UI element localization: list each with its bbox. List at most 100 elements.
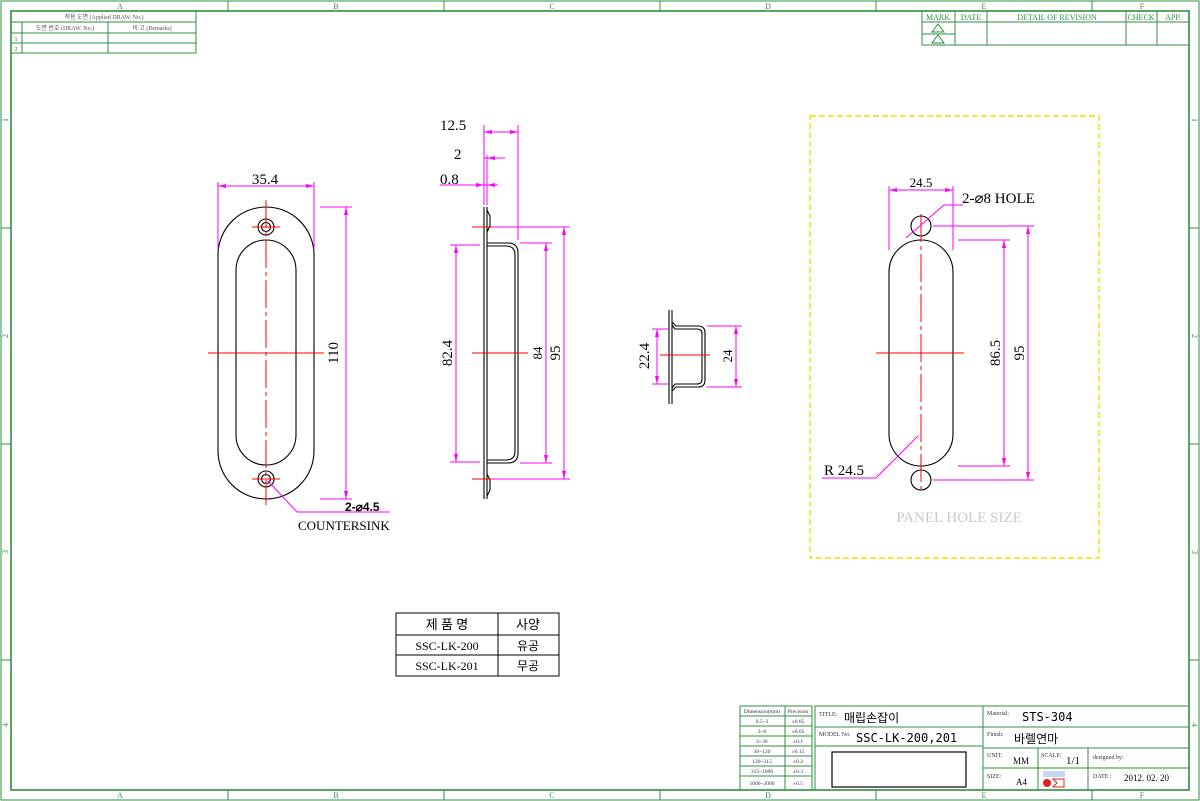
unit-label: UNIT:	[987, 753, 1003, 759]
front-height-dim: 110	[326, 342, 342, 364]
col-label-bottom-b: B	[333, 791, 338, 800]
material-label: Material:	[987, 711, 1009, 717]
scale-value: 1/1	[1066, 755, 1080, 767]
front-view-arrows	[218, 184, 348, 499]
scale-label: SCALE:	[1041, 753, 1062, 759]
side-view-centerlines	[472, 226, 528, 480]
finish-label: Finish:	[987, 732, 1004, 738]
panel-hole-frame	[809, 115, 1100, 559]
col-label-top-d: D	[765, 2, 771, 11]
countersink-note-label: COUNTERSINK	[298, 518, 390, 533]
front-width-dim: 35.4	[252, 172, 279, 188]
revision-table: MARK DATE DETAIL OF REVISION CHECK APP.	[921, 10, 1190, 46]
tolerance-row-7-dim: 1000~2000	[750, 781, 775, 787]
side-dim-2: 2	[454, 147, 462, 163]
col-label-top-b: B	[333, 2, 338, 11]
panel-hole-view: 24.5 2-⌀8 HOLE 86.5 95 R 24.5 PANEL HOLE…	[809, 115, 1100, 559]
side-dim-84: 84	[530, 346, 545, 360]
panel-hole-dimensions	[822, 186, 1034, 481]
revision-col-date: DATE	[961, 13, 982, 22]
applied-table-header: 적용 도면 (Applied DRAW. No.)	[64, 13, 143, 21]
section-view-dimensions	[652, 325, 742, 388]
side-view-dimensions	[440, 125, 570, 480]
col-label-top-c: C	[549, 2, 554, 11]
revision-col-app: APP.	[1165, 13, 1181, 22]
front-view: 35.4 110 2-⌀4.5 COUNTERSINK	[208, 172, 390, 533]
title-stamp-box	[831, 751, 967, 788]
revision-col-check: CHECK	[1127, 13, 1154, 22]
model-value: SSC-LK-200,201	[856, 731, 957, 745]
applied-drawing-table: 적용 도면 (Applied DRAW. No.) 도면 번호 (DRAW. N…	[10, 10, 197, 54]
product-row-1-name: SSC-LK-200	[415, 639, 478, 653]
tolerance-table: Dimension(mm) Precision 0.5~3 ±0.05 3~6 …	[739, 705, 813, 791]
section-view-arrows	[655, 326, 738, 387]
tolerance-row-4-prec: ±0.15	[792, 749, 805, 755]
applied-table-row-1: 1	[15, 37, 18, 43]
countersink-note-size: 2-⌀4.5	[345, 500, 380, 514]
row-label-right-2: 2	[1190, 334, 1199, 338]
section-dim-24: 24	[720, 349, 735, 363]
panel-hole-centerlines	[876, 214, 964, 492]
row-label-right-1: 1	[1190, 118, 1199, 122]
side-view: 12.5 2 0.8 82.4 84 95	[440, 118, 570, 499]
col-label-top-f: F	[1140, 2, 1145, 11]
tolerance-row-1-prec: ±0.05	[792, 719, 805, 725]
side-dim-95: 95	[548, 346, 564, 361]
model-label: MODEL No.	[819, 732, 851, 738]
panel-radius-note: R 24.5	[824, 463, 864, 479]
product-table: 제 품 명 사양 SSC-LK-200 유공 SSC-LK-201 무공	[395, 612, 560, 677]
panel-width-dim: 24.5	[910, 175, 933, 190]
side-dim-82-4: 82.4	[440, 339, 456, 366]
row-label-left-3: 3	[1, 550, 10, 554]
col-label-bottom-f: F	[1140, 791, 1145, 800]
tolerance-head-prec: Precision	[788, 709, 809, 715]
revision-col-mark: MARK	[926, 13, 950, 22]
tolerance-head-dim: Dimension(mm)	[744, 708, 781, 715]
revision-col-detail: DETAIL OF REVISION	[1017, 13, 1097, 22]
product-table-head-spec: 사양	[516, 617, 540, 632]
tolerance-row-6-prec: ±0.3	[793, 769, 803, 775]
date-value: 2012. 02. 20	[1124, 773, 1170, 783]
revision-triangle-icon	[931, 23, 945, 44]
front-view-dimensions	[217, 182, 390, 513]
col-label-top-a: A	[117, 2, 123, 11]
panel-hole-caption: PANEL HOLE SIZE	[896, 510, 1022, 526]
tolerance-row-6-dim: 315~1000	[751, 769, 773, 775]
tolerance-row-2-prec: ±0.05	[792, 729, 805, 735]
tolerance-row-5-dim: 120~315	[752, 759, 772, 765]
col-label-bottom-c: C	[549, 791, 554, 800]
side-dim-12-5: 12.5	[440, 118, 466, 134]
designed-label: designed by:	[1093, 755, 1124, 761]
tolerance-row-1-dim: 0.5~3	[756, 719, 769, 725]
applied-table-col-draw: 도면 번호 (DRAW. No.)	[36, 24, 94, 32]
title-block: TITLE: MODEL No. Material: Finish: UNIT:…	[814, 705, 1190, 791]
product-row-2-spec: 무공	[517, 659, 539, 673]
col-label-bottom-d: D	[765, 791, 771, 800]
applied-table-row-2: 2	[15, 47, 18, 53]
col-label-bottom-a: A	[117, 791, 123, 800]
finish-value: 바렐연마	[1014, 732, 1058, 746]
side-view-arrows	[454, 130, 566, 479]
product-table-head-name: 제 품 명	[426, 617, 468, 632]
title-value: 매립손잡이	[844, 711, 899, 725]
material-value: STS-304	[1022, 710, 1073, 724]
product-row-2-name: SSC-LK-201	[415, 659, 478, 673]
tolerance-row-3-prec: ±0.1	[793, 739, 803, 745]
panel-dim-86-5: 86.5	[988, 340, 1004, 366]
tolerance-row-2-dim: 3~6	[758, 729, 767, 735]
col-label-bottom-e: E	[982, 791, 987, 800]
section-view-outline	[668, 310, 706, 404]
panel-dim-95: 95	[1012, 346, 1028, 361]
row-label-right-3: 3	[1190, 550, 1199, 554]
side-dim-0-8: 0.8	[440, 172, 459, 188]
unit-value: MM	[1013, 756, 1029, 766]
size-value: A4	[1016, 777, 1027, 787]
row-label-left-2: 2	[1, 334, 10, 338]
tolerance-row-3-dim: 6~30	[756, 739, 767, 745]
title-label: TITLE:	[819, 712, 838, 718]
tolerance-row-7-prec: ±0.5	[793, 781, 803, 787]
panel-hole-arrows	[889, 188, 1030, 480]
